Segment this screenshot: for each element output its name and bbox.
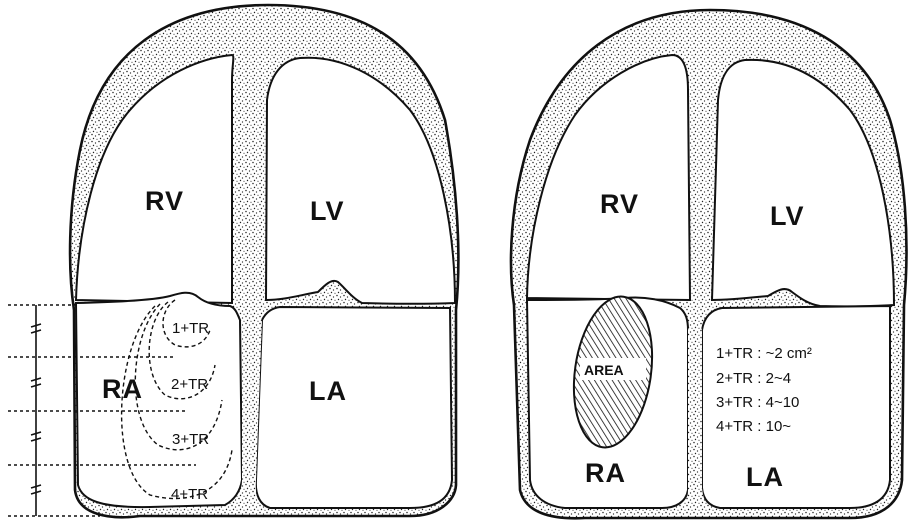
- left-grade-1-label: 1+TR: [172, 320, 209, 337]
- left-lv-label: LV: [310, 196, 345, 226]
- right-area-label: AREA: [584, 362, 624, 378]
- left-grade-4-label: 4+TR: [171, 486, 208, 503]
- right-criteria-3: 3+TR : 4~10: [716, 394, 799, 411]
- left-la-cavity: [256, 307, 452, 508]
- left-grade-3-label: 3+TR: [172, 431, 209, 448]
- right-rv-label: RV: [600, 189, 639, 219]
- right-la-label: LA: [746, 462, 784, 492]
- right-heart: AREA RV LV RA LA 1+TR : ~2 cm² 2+TR : 2~…: [511, 10, 906, 518]
- right-criteria-2: 2+TR : 2~4: [716, 370, 791, 387]
- right-lv-label: LV: [770, 201, 805, 231]
- right-criteria-4: 4+TR : 10~: [716, 418, 791, 435]
- right-ra-label: RA: [585, 458, 626, 488]
- left-grade-2-label: 2+TR: [171, 376, 208, 393]
- right-criteria-1: 1+TR : ~2 cm²: [716, 345, 812, 362]
- left-ra-label: RA: [102, 374, 143, 404]
- left-rv-label: RV: [145, 186, 184, 216]
- left-la-label: LA: [309, 376, 347, 406]
- right-rv-cavity: [527, 55, 690, 300]
- left-ra-cavity: [76, 293, 242, 507]
- left-heart: RV LV RA LA 1+TR 2+TR 3+TR 4+TR: [8, 5, 458, 517]
